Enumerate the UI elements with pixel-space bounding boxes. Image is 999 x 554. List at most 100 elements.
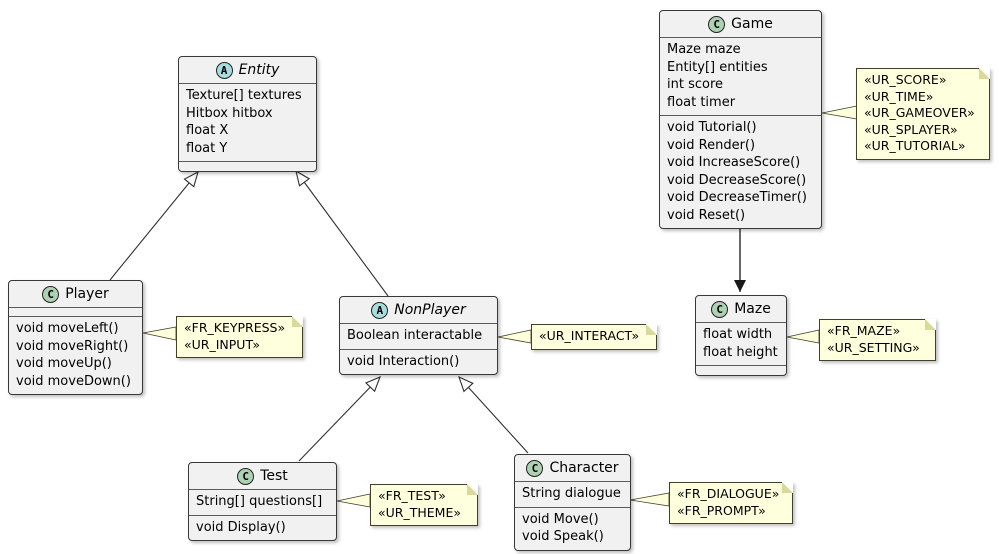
note-line: «UR_SCORE»: [864, 72, 947, 87]
note-line: «FR_MAZE»: [827, 323, 901, 338]
class-test: C Test String[] questions[] void Display…: [188, 462, 337, 541]
attributes-compartment: String[] questions[]: [189, 490, 336, 516]
class-icon: C: [711, 300, 729, 318]
methods-compartment: void Tutorial() void Render() void Incre…: [660, 116, 821, 228]
attribute-line: Entity[] entities: [667, 59, 768, 75]
method-line: void Reset(): [667, 207, 746, 223]
method-line: void moveLeft(): [16, 321, 119, 336]
class-name: Test: [260, 468, 288, 484]
methods-compartment: void Display(): [189, 516, 336, 541]
class-player-title: C Player: [9, 281, 142, 308]
note-line: «FR_DIALOGUE»: [677, 486, 780, 501]
class-entity-title: A Entity: [179, 57, 316, 84]
note-tail-game: [821, 105, 858, 120]
methods-compartment: [696, 366, 786, 375]
method-line: void Interaction(): [347, 353, 460, 369]
attributes-compartment: Texture[] textures Hitbox hitbox float X…: [179, 84, 316, 162]
note-line: «FR_KEYPRESS»: [184, 320, 286, 335]
class-game: C Game Maze maze Entity[] entities int s…: [659, 10, 822, 229]
note-tail-player: [142, 326, 177, 341]
class-entity: A Entity Texture[] textures Hitbox hitbo…: [178, 56, 317, 172]
note-line: «UR_SPLAYER»: [864, 121, 958, 137]
method-line: void DecreaseScore(): [667, 172, 807, 188]
note-line: «UR_GAMEOVER»: [864, 105, 975, 120]
class-character: C Character String dialogue void Move() …: [514, 454, 631, 551]
class-character-title: C Character: [515, 455, 630, 482]
note-line: «UR_INPUT»: [184, 336, 261, 352]
methods-compartment: void moveLeft() void moveRight() void mo…: [9, 317, 142, 394]
note-line: «UR_TUTORIAL»: [864, 138, 966, 153]
method-line: void moveRight(): [16, 338, 129, 354]
note-tail-test: [336, 493, 371, 508]
note-nonplayer-requirements: «UR_INTERACT»: [531, 324, 657, 350]
note-line: «FR_PROMPT»: [677, 502, 766, 518]
edge-nonplayer-inherits-entity: [295, 169, 389, 297]
class-game-title: C Game: [660, 11, 821, 38]
class-icon: C: [237, 467, 255, 485]
class-name: Maze: [734, 301, 771, 317]
note-test-requirements: «FR_TEST» «UR_THEME»: [370, 484, 478, 526]
note-line: «UR_SETTING»: [827, 339, 920, 355]
attributes-compartment: [9, 308, 142, 317]
edge-player-inherits-entity: [109, 170, 199, 281]
attributes-compartment: Boolean interactable: [340, 324, 497, 350]
abstract-icon: A: [371, 301, 389, 319]
class-icon: C: [708, 15, 726, 33]
method-line: void moveUp(): [16, 356, 112, 371]
method-line: void Speak(): [522, 529, 604, 544]
note-character-requirements: «FR_DIALOGUE» «FR_PROMPT»: [669, 482, 793, 524]
attribute-line: Boolean interactable: [347, 328, 483, 343]
class-player: C Player void moveLeft() void moveRight(…: [8, 280, 143, 395]
attribute-line: int score: [667, 77, 724, 92]
class-icon: C: [526, 459, 544, 477]
class-maze-title: C Maze: [696, 296, 786, 323]
method-line: void Tutorial(): [667, 120, 757, 135]
attribute-line: float timer: [667, 94, 736, 110]
attribute-line: float width: [703, 327, 773, 342]
note-tail-maze: [786, 329, 820, 344]
class-nonplayer: A NonPlayer Boolean interactable void In…: [339, 296, 498, 375]
note-tail-character: [629, 492, 670, 507]
method-line: void DecreaseTimer(): [667, 190, 807, 205]
note-line: «UR_TIME»: [864, 88, 934, 104]
attributes-compartment: Maze maze Entity[] entities int score fl…: [660, 38, 821, 116]
note-maze-requirements: «FR_MAZE» «UR_SETTING»: [819, 319, 936, 361]
note-player-requirements: «FR_KEYPRESS» «UR_INPUT»: [176, 316, 303, 358]
attributes-compartment: float width float height: [696, 323, 786, 366]
note-line: «FR_TEST»: [378, 488, 446, 503]
attribute-line: float height: [703, 344, 778, 360]
class-name: Player: [65, 286, 109, 302]
attribute-line: Texture[] textures: [186, 88, 302, 103]
edge-test-inherits-nonplayer: [298, 375, 381, 462]
note-tail-nonplayer: [497, 329, 532, 344]
attribute-line: String[] questions[]: [196, 494, 323, 509]
abstract-icon: A: [215, 61, 233, 79]
methods-compartment: [179, 162, 316, 171]
method-line: void Display(): [196, 519, 286, 535]
methods-compartment: void Interaction(): [340, 350, 497, 375]
class-name: Character: [549, 460, 619, 476]
note-game-requirements: «UR_SCORE» «UR_TIME» «UR_GAMEOVER» «UR_S…: [856, 68, 990, 160]
method-line: void Move(): [522, 511, 599, 527]
class-icon: C: [42, 285, 60, 303]
attribute-line: Hitbox hitbox: [186, 105, 273, 121]
attributes-compartment: String dialogue: [515, 482, 630, 508]
attribute-line: Maze maze: [667, 42, 741, 57]
methods-compartment: void Move() void Speak(): [515, 508, 630, 550]
class-nonplayer-title: A NonPlayer: [340, 297, 497, 324]
note-line: «UR_THEME»: [378, 504, 461, 520]
class-name: Entity: [238, 62, 280, 78]
class-name: NonPlayer: [394, 302, 466, 318]
class-test-title: C Test: [189, 463, 336, 490]
method-line: void Render(): [667, 137, 756, 153]
attribute-line: float X: [186, 123, 229, 138]
class-name: Game: [731, 16, 773, 32]
note-line: «UR_INTERACT»: [539, 328, 640, 343]
edge-character-inherits-nonplayer: [458, 375, 529, 454]
method-line: void moveDown(): [16, 373, 131, 389]
class-maze: C Maze float width float height: [695, 295, 787, 376]
attribute-line: String dialogue: [522, 486, 621, 501]
attribute-line: float Y: [186, 140, 228, 156]
